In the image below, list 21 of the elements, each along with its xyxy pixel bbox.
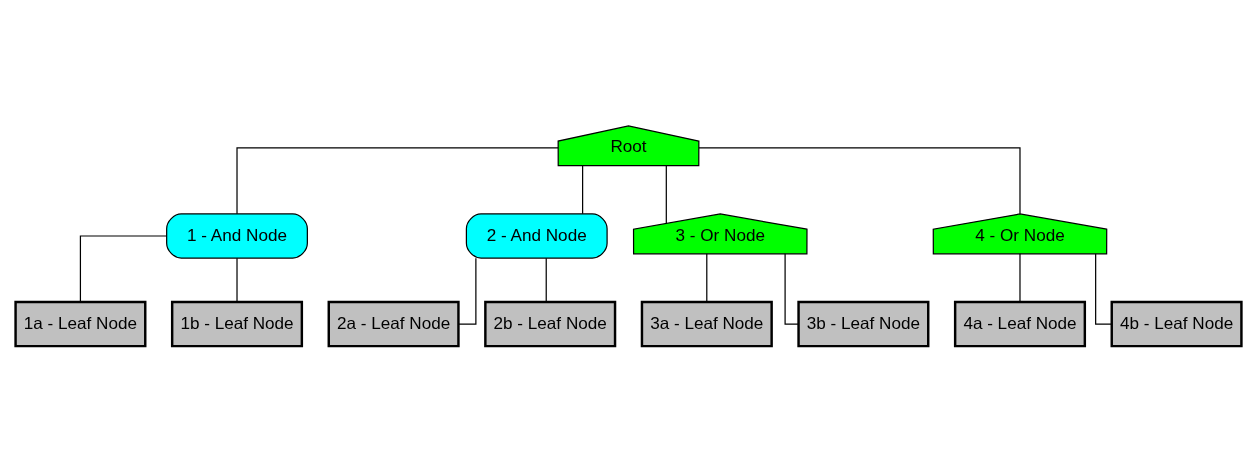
node-box: 2a - Leaf Node bbox=[327, 300, 460, 348]
node-box: 1 - And Node bbox=[166, 213, 308, 259]
connector bbox=[79, 235, 168, 303]
connector bbox=[665, 165, 667, 224]
connector bbox=[545, 257, 547, 303]
node-box: 1b - Leaf Node bbox=[170, 300, 304, 348]
node-box: 2 - And Node bbox=[465, 213, 608, 259]
connector bbox=[1019, 253, 1021, 303]
connector bbox=[706, 253, 708, 303]
connector bbox=[458, 257, 477, 325]
node-box: 1a - Leaf Node bbox=[14, 300, 147, 348]
node-box: 2b - Leaf Node bbox=[484, 300, 617, 348]
connector bbox=[698, 147, 1021, 215]
node-box: 3b - Leaf Node bbox=[797, 300, 930, 348]
node-box: 4a - Leaf Node bbox=[953, 300, 1087, 348]
connector bbox=[236, 147, 559, 215]
connector bbox=[784, 253, 799, 325]
node-box: 3a - Leaf Node bbox=[640, 300, 773, 348]
connector bbox=[582, 165, 584, 215]
connector bbox=[236, 257, 238, 303]
node-box: 4b - Leaf Node bbox=[1110, 300, 1243, 348]
